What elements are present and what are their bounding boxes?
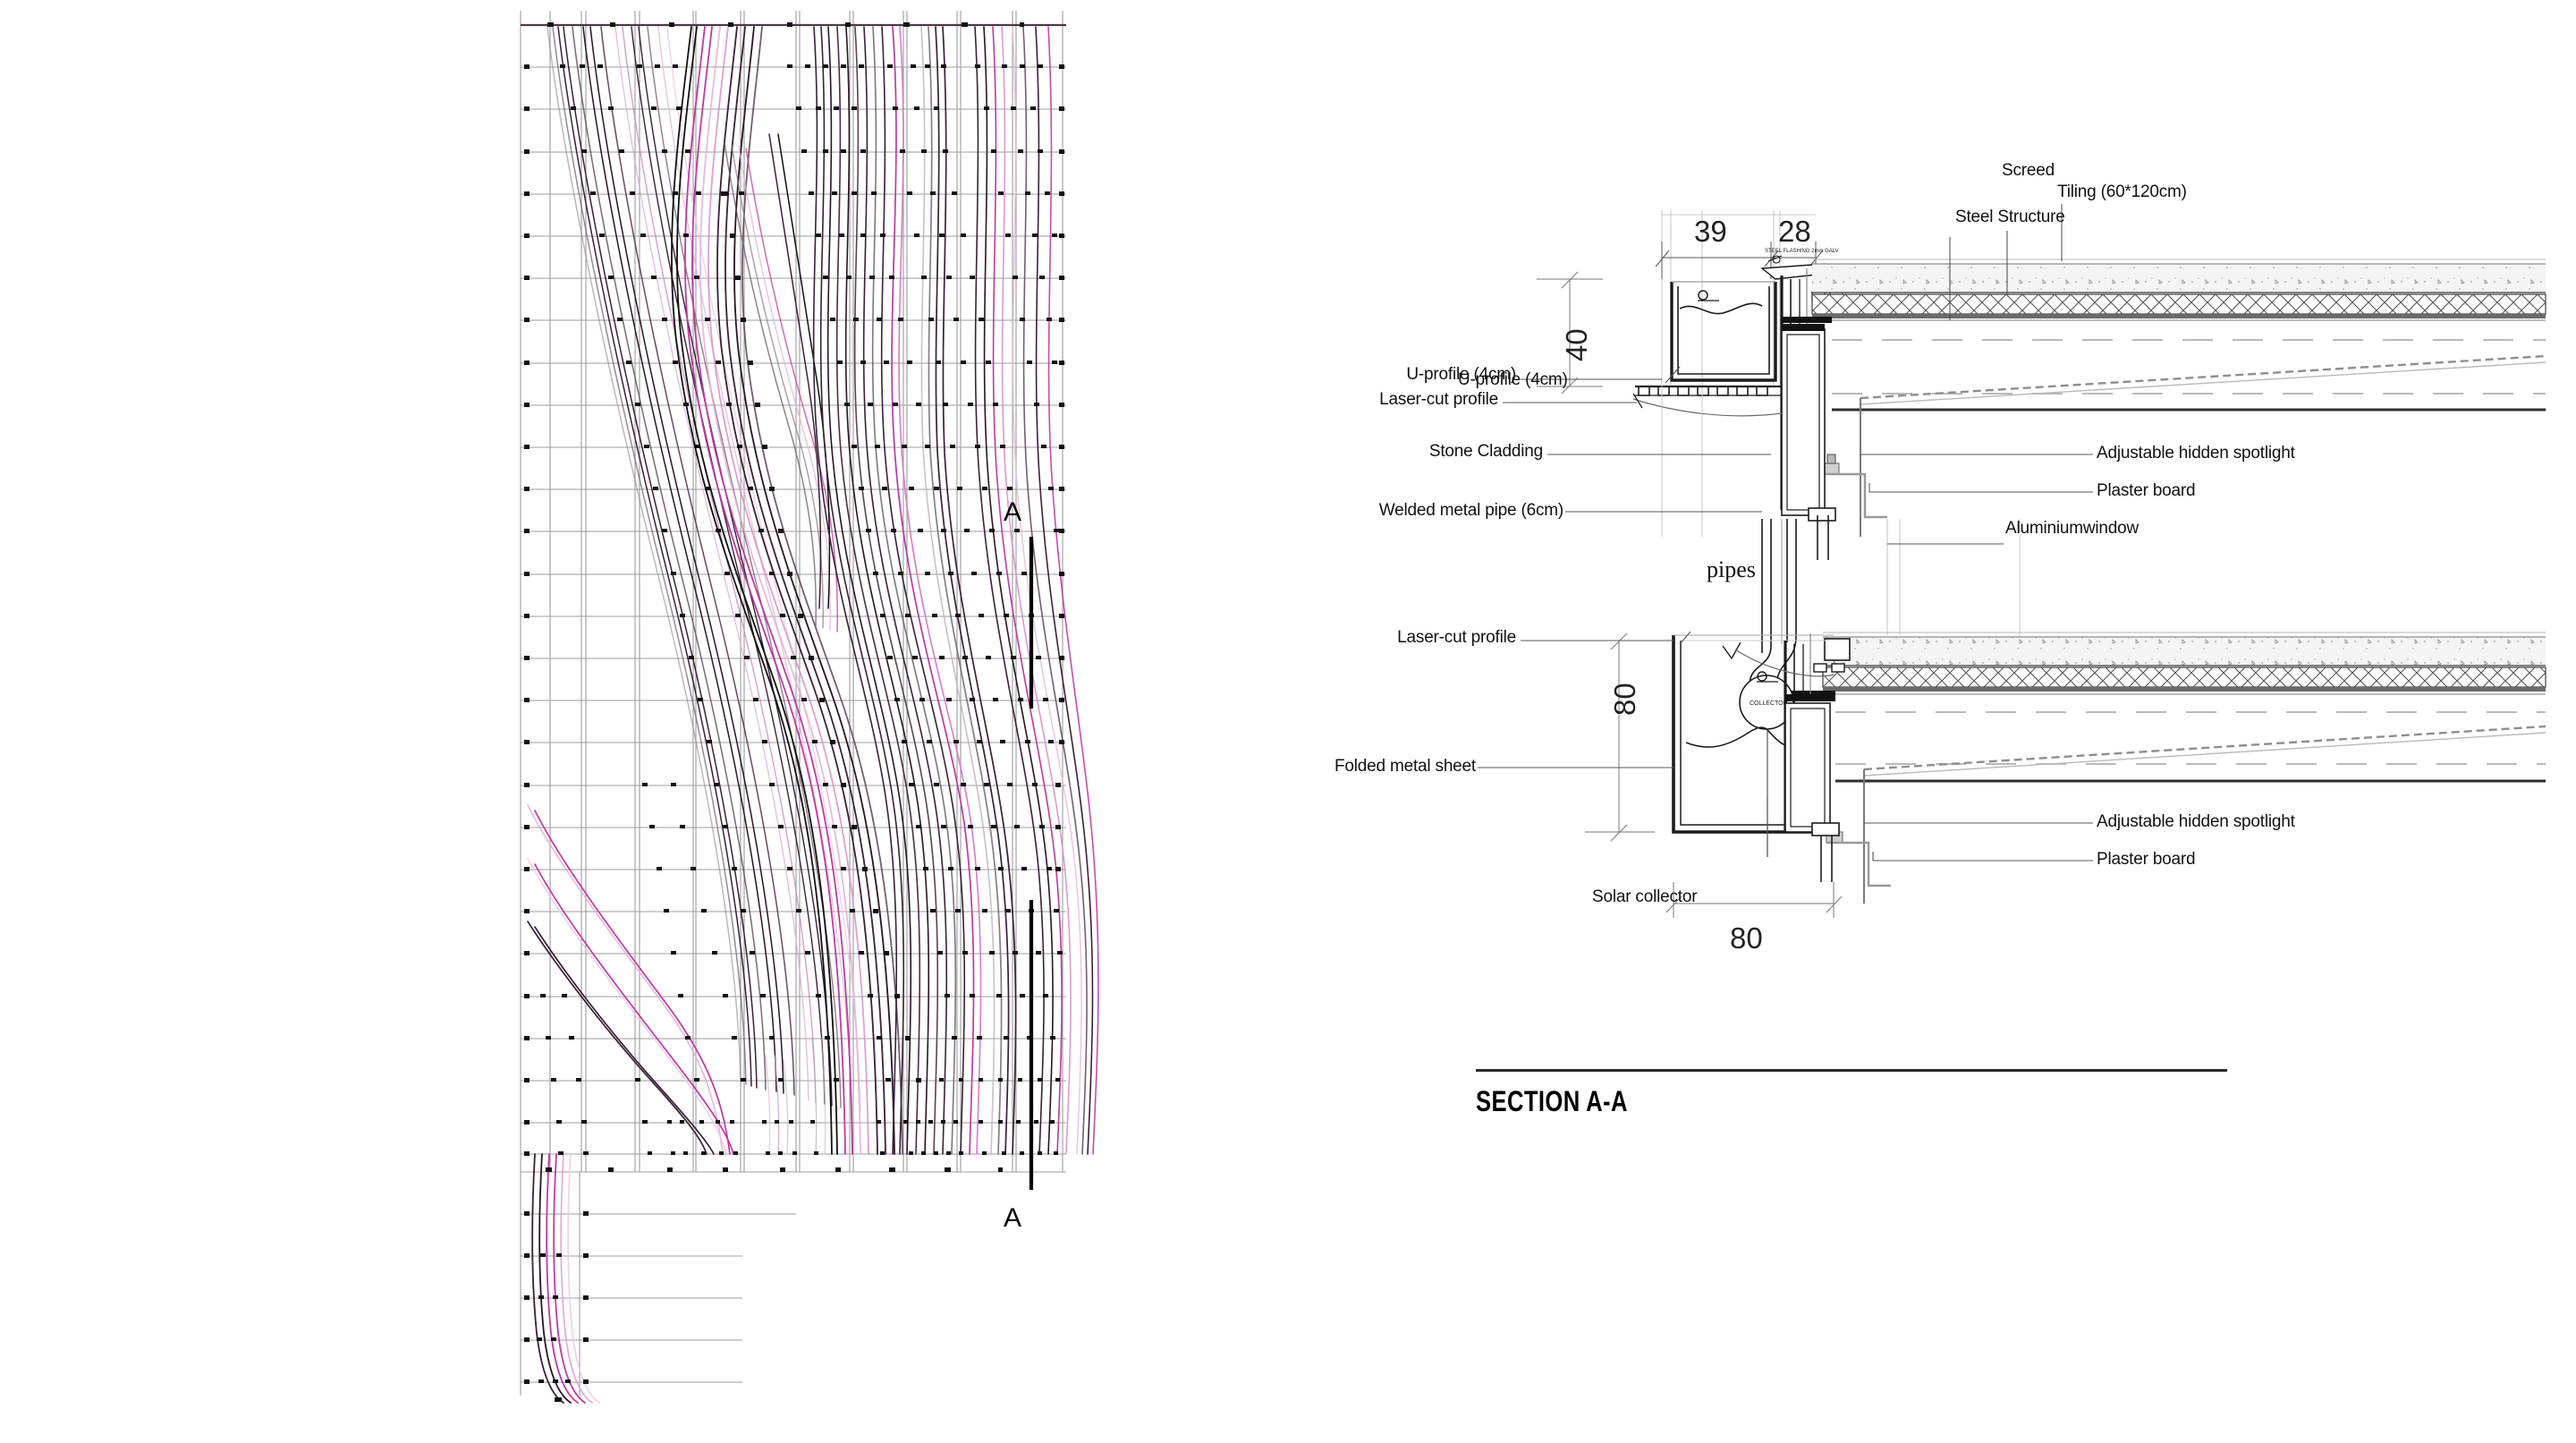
section-mark-a-lower: A bbox=[1004, 1203, 1022, 1233]
welded-metal-pipes bbox=[1749, 519, 1797, 688]
label-spotlight: Adjustable hidden spotlight bbox=[2097, 444, 2295, 463]
dim-40: 40 bbox=[1560, 328, 1593, 361]
dim-chain-40 bbox=[1537, 271, 1603, 395]
label-welded-metal-pipe: Welded metal pipe (6cm) bbox=[1378, 501, 1563, 520]
label-u-profile: U-profile (4cm) bbox=[1458, 370, 1568, 389]
section-mark-a-upper: A bbox=[1004, 497, 1022, 527]
plan-node-dots bbox=[524, 22, 1064, 1402]
section-title: SECTION A-A bbox=[1476, 1085, 1628, 1117]
label-aluminium-window: Aluminiumwindow bbox=[2005, 519, 2140, 538]
label-spotlight-2: Adjustable hidden spotlight bbox=[2097, 812, 2295, 831]
dim-80-horizontal: 80 bbox=[1730, 921, 1763, 955]
label-steel-structure: Steel Structure bbox=[1955, 208, 2065, 226]
svg-text:COLLECTOR: COLLECTOR bbox=[1750, 700, 1788, 707]
label-folded-metal-sheet: Folded metal sheet bbox=[1335, 757, 1476, 776]
label-screed: Screed bbox=[2002, 161, 2055, 180]
laser-cut-teeth-top bbox=[1635, 385, 1782, 396]
dim-39: 39 bbox=[1694, 215, 1727, 248]
label-laser-cut-profile: Laser-cut profile bbox=[1379, 390, 1498, 409]
section-title-rule bbox=[1476, 1069, 2227, 1072]
detail-bottom-geometry: COLLECTOR bbox=[1478, 511, 2546, 918]
facade-plan-drawing: A A bbox=[501, 0, 1109, 1443]
label-pipes: pipes bbox=[1707, 556, 1756, 582]
leaders-bottom-left bbox=[1478, 511, 1768, 857]
plan-curve-bundles bbox=[527, 26, 1099, 1404]
label-u-profile-wrap: U-profile (4cm) bbox=[1406, 365, 1516, 384]
dim-chain-80-vertical bbox=[1585, 632, 1655, 842]
dim-80-vertical: 80 bbox=[1608, 683, 1641, 716]
leaders-top-right bbox=[1860, 204, 2093, 493]
detail-top-geometry: STEEL FLASHING 2mm GALV bbox=[1503, 204, 2546, 560]
dim-chain-80-horizontal bbox=[1665, 882, 1843, 918]
section-svg: STEEL FLASHING 2mm GALV bbox=[1478, 204, 2546, 918]
dim-28: 28 bbox=[1778, 215, 1811, 248]
label-stone-cladding: Stone Cladding bbox=[1428, 442, 1543, 461]
section-detail-drawing: STEEL FLASHING 2mm GALV bbox=[1335, 125, 2576, 1199]
water-surface-symbol bbox=[1679, 302, 1763, 315]
plan-svg bbox=[520, 11, 1099, 1404]
label-plaster-board-2: Plaster board bbox=[2097, 850, 2196, 869]
label-laser-cut-profile-2: Laser-cut profile bbox=[1397, 628, 1516, 647]
leaders-bottom-right bbox=[1864, 543, 2093, 862]
leaders-top-left bbox=[1503, 366, 1771, 455]
label-solar-collector: Solar collector bbox=[1592, 887, 1698, 906]
label-plaster-board: Plaster board bbox=[2097, 481, 2196, 500]
label-tiling: Tiling (60*120cm) bbox=[2057, 182, 2187, 201]
svg-text:STEEL FLASHING 2mm GALV: STEEL FLASHING 2mm GALV bbox=[1765, 249, 1839, 254]
